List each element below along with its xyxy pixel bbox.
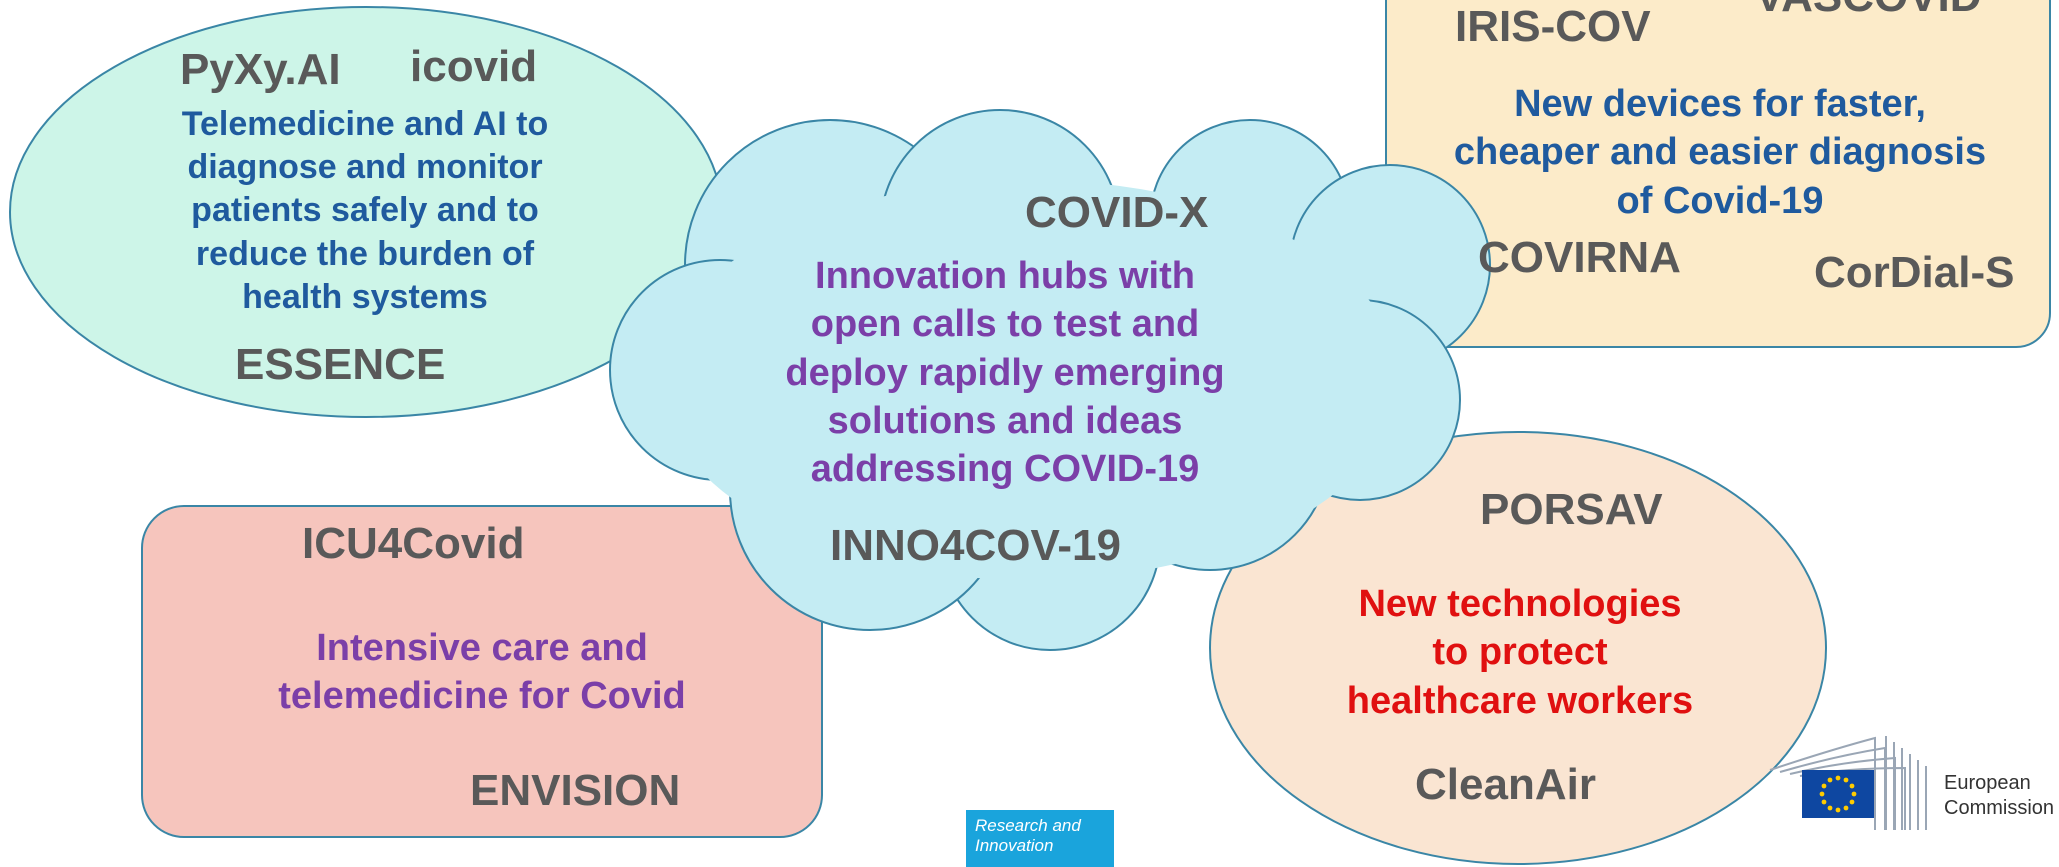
intensive-care-line: Intensive care and [316, 627, 648, 669]
project-porsav: PORSAV [1480, 485, 1663, 534]
project-vascovid: VASCOVID [1755, 0, 1982, 22]
diagnosis-line: New devices for faster, [1514, 83, 1926, 125]
innovation-line: open calls to test and [810, 303, 1200, 346]
innovation-line: addressing COVID-19 [810, 448, 1200, 490]
intensive-care-description: Intensive care and telemedicine for Covi… [222, 624, 742, 721]
telemedicine-line: reduce the burden of [195, 234, 535, 273]
badge-line: Innovation [975, 836, 1054, 855]
healthcare-workers-description: New technologies to protect healthcare w… [1290, 580, 1750, 725]
innovation-hubs-description: Innovation hubs with open calls to test … [740, 252, 1270, 493]
badge-line: Research and [975, 816, 1081, 835]
intensive-care-line: telemedicine for Covid [278, 675, 686, 718]
telemedicine-line: Telemedicine and AI to [181, 105, 549, 143]
european-commission-text: European Commission [1944, 771, 2054, 821]
healthcare-line: to protect [1432, 631, 1608, 674]
telemedicine-line: patients safely and to [191, 191, 539, 230]
project-iris-cov: IRIS-COV [1455, 2, 1651, 51]
project-cleanair: CleanAir [1415, 760, 1596, 809]
telemedicine-line: health systems [242, 277, 488, 316]
diagnosis-line: of Covid-19 [1616, 179, 1824, 222]
innovation-line: deploy rapidly emerging [785, 351, 1225, 394]
diagnosis-line: cheaper and easier diagnosis [1453, 131, 1987, 174]
project-inno4cov-19: INNO4COV-19 [830, 521, 1121, 570]
healthcare-line: New technologies [1358, 583, 1682, 625]
telemedicine-line: diagnose and monitor [187, 148, 543, 187]
project-envision: ENVISION [470, 766, 681, 815]
telemedicine-description: Telemedicine and AI to diagnose and moni… [150, 103, 580, 319]
research-innovation-badge: Research and Innovation [966, 810, 1114, 867]
diagnosis-box [1385, 0, 2051, 348]
healthcare-workers-ellipse [1209, 431, 1827, 865]
ec-line: European [1944, 772, 2031, 794]
ec-line: Commission [1944, 797, 2055, 819]
project-essence: ESSENCE [235, 340, 446, 389]
innovation-line: Innovation hubs with [815, 255, 1195, 297]
project-covirna: COVIRNA [1478, 233, 1681, 282]
project-icovid: icovid [410, 42, 538, 91]
project-pyxy-ai: PyXy.AI [180, 45, 341, 94]
project-covid-x: COVID-X [1025, 188, 1209, 237]
innovation-line: solutions and ideas [827, 399, 1183, 442]
diagnosis-description: New devices for faster, cheaper and easi… [1400, 80, 2040, 225]
project-icu4covid: ICU4Covid [302, 519, 525, 568]
intensive-care-box [141, 505, 823, 838]
healthcare-line: healthcare workers [1346, 679, 1694, 722]
project-cordial-s: CorDial-S [1814, 248, 2015, 297]
